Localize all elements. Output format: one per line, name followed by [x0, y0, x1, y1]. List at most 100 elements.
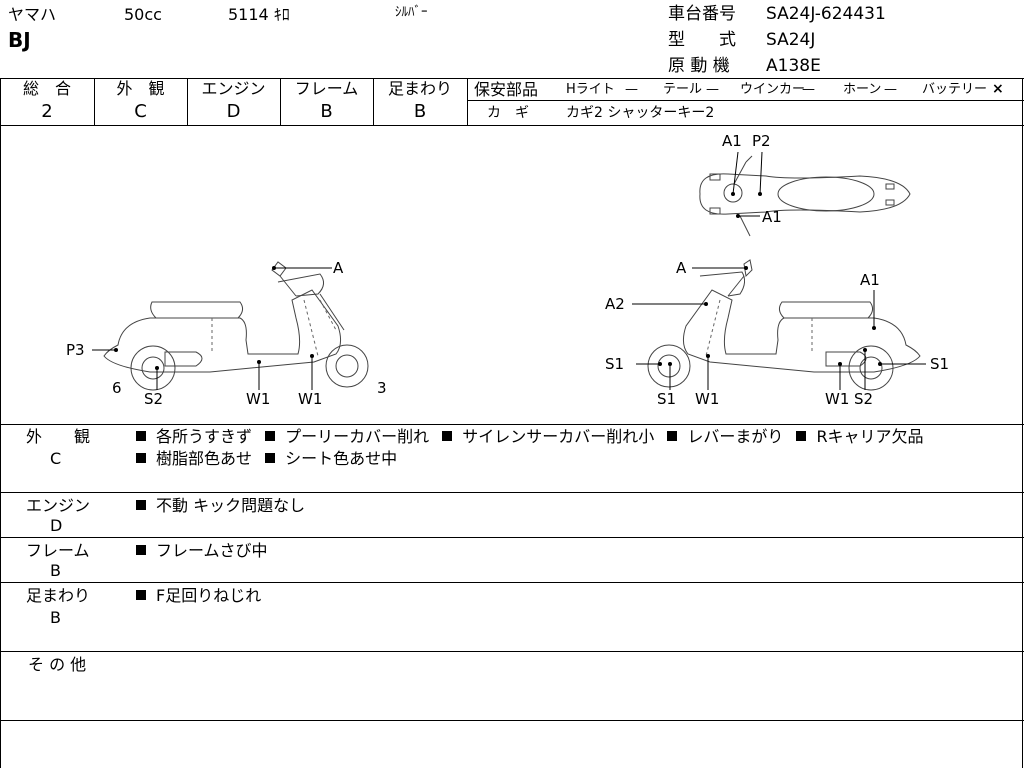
bullet-icon: [667, 431, 678, 441]
safety-horn-status: —: [884, 82, 897, 97]
bullet-icon: [265, 453, 276, 463]
frame-line-1: フレームさび中: [136, 543, 276, 559]
frame-item: フレームさび中: [156, 541, 268, 560]
bullet-icon: [796, 431, 807, 441]
exterior-line-1: 各所うすきず プーリーカバー削れ サイレンサーカバー削れ小 レバーまがり Rキャ…: [136, 429, 932, 445]
damage-diagram: A1 P2 A1 A P3 6 S2 W1 W1 3 A A1 A2 S1 S1…: [66, 132, 949, 408]
bullet-icon: [136, 545, 146, 555]
grade-divider-1: [94, 78, 95, 125]
grade-overall-value: 2: [41, 101, 53, 122]
grade-divider-2: [187, 78, 188, 125]
safety-winker: ウインカー: [740, 82, 806, 97]
section-grade-engine: D: [50, 516, 63, 535]
grade-frame-value: B: [320, 101, 333, 122]
bullet-icon: [265, 431, 276, 441]
section-title-suspension: 足まわり: [26, 586, 91, 605]
left-label-p3: P3: [66, 341, 85, 359]
right-label-s1-bottom: S1: [657, 390, 676, 408]
divider-other: [0, 720, 1024, 721]
divider-diagram: [0, 424, 1024, 425]
left-label-6: 6: [112, 379, 122, 397]
mileage: 5114 ｷﾛ: [228, 5, 290, 24]
right-label-s1-left: S1: [605, 355, 624, 373]
divider-grades: [0, 125, 1024, 126]
divider-safety: [467, 100, 1024, 101]
bullet-icon: [136, 590, 146, 600]
model-name: BJ: [8, 28, 31, 52]
safety-tail: テール: [663, 82, 703, 97]
right-label-w1-rear: W1: [825, 390, 849, 408]
safety-headlight: Hライト: [566, 82, 615, 97]
section-title-frame: フレーム: [26, 541, 90, 560]
grade-engine-label: エンジン: [201, 79, 266, 98]
section-title-other: そ の 他: [28, 655, 87, 674]
safety-tail-status: —: [706, 82, 719, 97]
exterior-item: レバーまがり: [687, 427, 784, 446]
grade-overall-label: 総 合: [22, 79, 71, 98]
right-label-s1-right: S1: [930, 355, 949, 373]
engine-value: A138E: [766, 56, 821, 76]
divider-exterior: [0, 492, 1024, 493]
exterior-item: 樹脂部色あせ: [156, 449, 253, 468]
divider-engine: [0, 537, 1024, 538]
frame-no: SA24J-624431: [766, 4, 886, 24]
exterior-item: Rキャリア欠品: [816, 427, 924, 446]
safety-horn: ホーン: [843, 82, 882, 97]
grade-suspension-value: B: [413, 101, 427, 122]
top-scooter-outline: [699, 155, 911, 237]
grade-exterior-label: 外 観: [116, 79, 165, 98]
divider-suspension: [0, 651, 1024, 652]
grade-divider-5: [467, 78, 468, 125]
frame-no-label: 車台番号: [668, 4, 736, 24]
right-label-a2: A2: [605, 295, 625, 313]
grade-frame-label: フレーム: [294, 79, 359, 98]
right-scooter-outline: [647, 259, 921, 391]
safety-label: 保安部品: [474, 80, 539, 99]
engine-label: 原 動 機: [668, 56, 730, 76]
suspension-line-1: F足回りねじれ: [136, 588, 269, 604]
grade-divider-3: [280, 78, 281, 125]
left-label-s2: S2: [144, 390, 163, 408]
type-label: 型 式: [668, 30, 736, 50]
left-scooter-outline: [103, 261, 369, 391]
suspension-item: F足回りねじれ: [156, 586, 262, 605]
bullet-icon: [136, 431, 146, 441]
displacement: 50cc: [124, 5, 162, 24]
grade-engine-value: D: [226, 101, 241, 122]
grade-divider-4: [373, 78, 374, 125]
safety-headlight-status: —: [625, 82, 638, 97]
exterior-item: シート色あせ中: [285, 449, 398, 468]
section-grade-suspension: B: [50, 608, 61, 627]
right-label-a: A: [676, 259, 687, 277]
right-label-w1-front: W1: [695, 390, 719, 408]
key-value: カギ2 シャッターキー2: [566, 105, 715, 121]
engine-item: 不動 キック問題なし: [156, 496, 306, 515]
right-label-s2: S2: [854, 390, 873, 408]
border-left: [0, 78, 1, 768]
grade-suspension-label: 足まわり: [387, 79, 452, 98]
border-right: [1022, 78, 1023, 768]
left-label-a: A: [333, 259, 344, 277]
section-grade-frame: B: [50, 561, 61, 580]
top-label-a1-lower: A1: [762, 208, 782, 226]
color: ｼﾙﾊﾞｰ: [395, 5, 428, 20]
left-label-w1-front: W1: [298, 390, 322, 408]
exterior-item: 各所うすきず: [156, 427, 253, 446]
engine-line-1: 不動 キック問題なし: [136, 498, 313, 514]
left-label-3: 3: [377, 379, 387, 397]
key-label: カ ギ: [487, 105, 529, 121]
bullet-icon: [442, 431, 453, 441]
divider-top: [0, 78, 1024, 79]
grade-exterior-value: C: [134, 101, 147, 122]
section-title-engine: エンジン: [26, 496, 91, 515]
type-value: SA24J: [766, 30, 816, 50]
bullet-icon: [136, 453, 146, 463]
top-label-a1: A1: [722, 132, 742, 150]
maker: ヤマハ: [8, 5, 57, 24]
safety-battery: バッテリー: [922, 82, 988, 97]
exterior-item: サイレンサーカバー削れ小: [462, 427, 655, 446]
safety-winker-status: —: [802, 82, 815, 97]
divider-frame: [0, 582, 1024, 583]
section-grade-exterior: C: [50, 449, 62, 468]
top-label-p2: P2: [752, 132, 771, 150]
